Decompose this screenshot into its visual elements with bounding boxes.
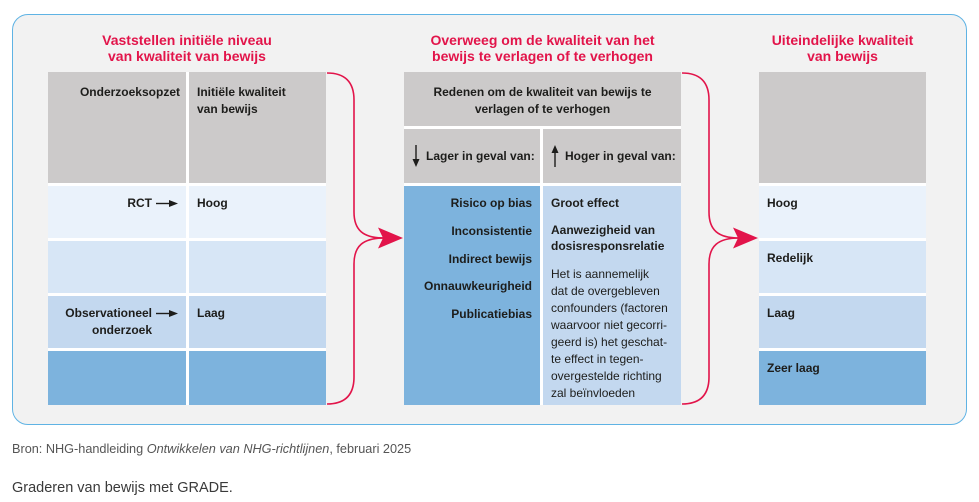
initial-quality-cell: Laag <box>189 296 326 348</box>
downgrade-factor: Inconsistentie <box>451 223 532 238</box>
initial-quality-title: Vaststellen initiële niveau van kwalitei… <box>48 32 326 64</box>
final-quality-table: Hoog Redelijk Laag Zeer laag <box>759 72 926 405</box>
study-design-text: Observationeel <box>65 306 152 320</box>
curved-arrow-icon <box>326 72 403 405</box>
source-note: Bron: NHG-handleiding Ontwikkelen van NH… <box>12 441 411 457</box>
downgrade-factors: Risico op bias Inconsistentie Indirect b… <box>404 186 540 405</box>
arrow-right-icon <box>156 310 178 317</box>
empty-cell <box>189 351 326 405</box>
downgrade-factor: Publicatiebias <box>451 307 532 321</box>
adjust-quality-title: Overweeg om de kwaliteit van het bewijs … <box>404 32 681 64</box>
study-design-cell: RCT <box>48 186 186 238</box>
title-line: van kwaliteit van bewijs <box>108 48 266 64</box>
empty-cell <box>48 241 186 293</box>
quality-level-text: Hoog <box>197 196 228 210</box>
empty-cell <box>48 351 186 405</box>
upgrade-factor: Groot effect <box>551 195 681 211</box>
header-text: Redenen om de kwaliteit van bewijs te <box>433 85 652 99</box>
quality-level-text: Laag <box>767 306 796 320</box>
source-prefix: Bron: NHG-handleiding <box>12 442 147 456</box>
arrow-up-icon <box>551 145 559 167</box>
study-design-text: RCT <box>127 196 152 210</box>
upgrade-factors: Groot effect Aanwezigheid van dosisrespo… <box>543 186 681 405</box>
upgrade-label: Hoger in geval van: <box>565 148 676 163</box>
upgrade-factor-line: Aanwezigheid van <box>551 223 656 237</box>
note-line: zal beïnvloeden <box>551 386 636 400</box>
header-text: Onderzoeksopzet <box>79 85 180 99</box>
header-text: verlagen of te verhogen <box>474 102 611 116</box>
note-line: overgestelde richting <box>551 369 662 383</box>
source-title: Ontwikkelen van NHG-richtlijnen <box>146 442 330 456</box>
header-text: Initiële kwaliteit <box>197 85 286 99</box>
title-line: Vaststellen initiële niveau <box>102 32 272 48</box>
downgrade-label: Lager in geval van: <box>426 148 535 163</box>
note-line: te effect in tegen- <box>551 352 644 366</box>
study-design-text: onderzoek <box>91 323 152 337</box>
title-line: Uiteindelijke kwaliteit <box>771 32 914 48</box>
quality-level-text: Zeer laag <box>767 361 820 375</box>
figure-caption: Graderen van bewijs met GRADE. <box>12 480 233 496</box>
upgrade-factor-line: dosisresponsrelatie <box>551 239 665 253</box>
note-line: confounders (factoren <box>551 301 668 315</box>
title-line: bewijs te verlagen of te verhogen <box>432 48 653 64</box>
note-line: dat de overgebleven <box>551 284 660 298</box>
upgrade-factor: Aanwezigheid van dosisresponsrelatie <box>551 222 681 254</box>
initial-quality-cell: Hoog <box>189 186 326 238</box>
final-quality-level: Redelijk <box>759 241 926 293</box>
upgrade-note: Het is aannemelijk dat de overgebleven c… <box>551 266 681 402</box>
final-quality-header <box>759 72 926 183</box>
initial-quality-header: Initiële kwaliteit van bewijs <box>189 72 326 183</box>
arrow-down-icon <box>412 145 420 167</box>
initial-quality-table: Onderzoeksopzet Initiële kwaliteit van b… <box>48 72 326 405</box>
adjust-reasons-header: Redenen om de kwaliteit van bewijs te ve… <box>404 72 681 126</box>
study-design-header: Onderzoeksopzet <box>48 72 186 183</box>
downgrade-factor: Risico op bias <box>450 196 532 210</box>
study-design-cell: Observationeel onderzoek <box>48 296 186 348</box>
note-line: waarvoor niet gecorri- <box>551 318 668 332</box>
upgrade-header: Hoger in geval van: <box>543 129 681 183</box>
quality-level-text: Hoog <box>767 196 798 210</box>
source-suffix: , februari 2025 <box>329 442 412 456</box>
final-quality-title: Uiteindelijke kwaliteit van bewijs <box>759 32 926 64</box>
note-line: Het is aannemelijk <box>551 267 650 281</box>
downgrade-header: Lager in geval van: <box>404 129 540 183</box>
final-quality-level: Zeer laag <box>759 351 926 405</box>
curved-arrow-icon <box>681 72 758 405</box>
downgrade-factor: Onnauwkeurigheid <box>423 279 532 294</box>
final-quality-level: Hoog <box>759 186 926 238</box>
header-text: van bewijs <box>197 102 258 116</box>
upgrade-factor-line: Groot effect <box>551 196 620 210</box>
quality-level-text: Redelijk <box>767 251 814 265</box>
note-line: geerd is) het geschat- <box>551 335 668 349</box>
title-line: van bewijs <box>807 48 878 64</box>
final-quality-level: Laag <box>759 296 926 348</box>
title-line: Overweeg om de kwaliteit van het <box>430 32 655 48</box>
adjust-quality-table: Redenen om de kwaliteit van bewijs te ve… <box>404 72 681 405</box>
empty-cell <box>189 241 326 293</box>
downgrade-factor: Indirect bewijs <box>448 251 532 266</box>
quality-level-text: Laag <box>197 306 226 320</box>
arrow-right-icon <box>156 200 178 207</box>
